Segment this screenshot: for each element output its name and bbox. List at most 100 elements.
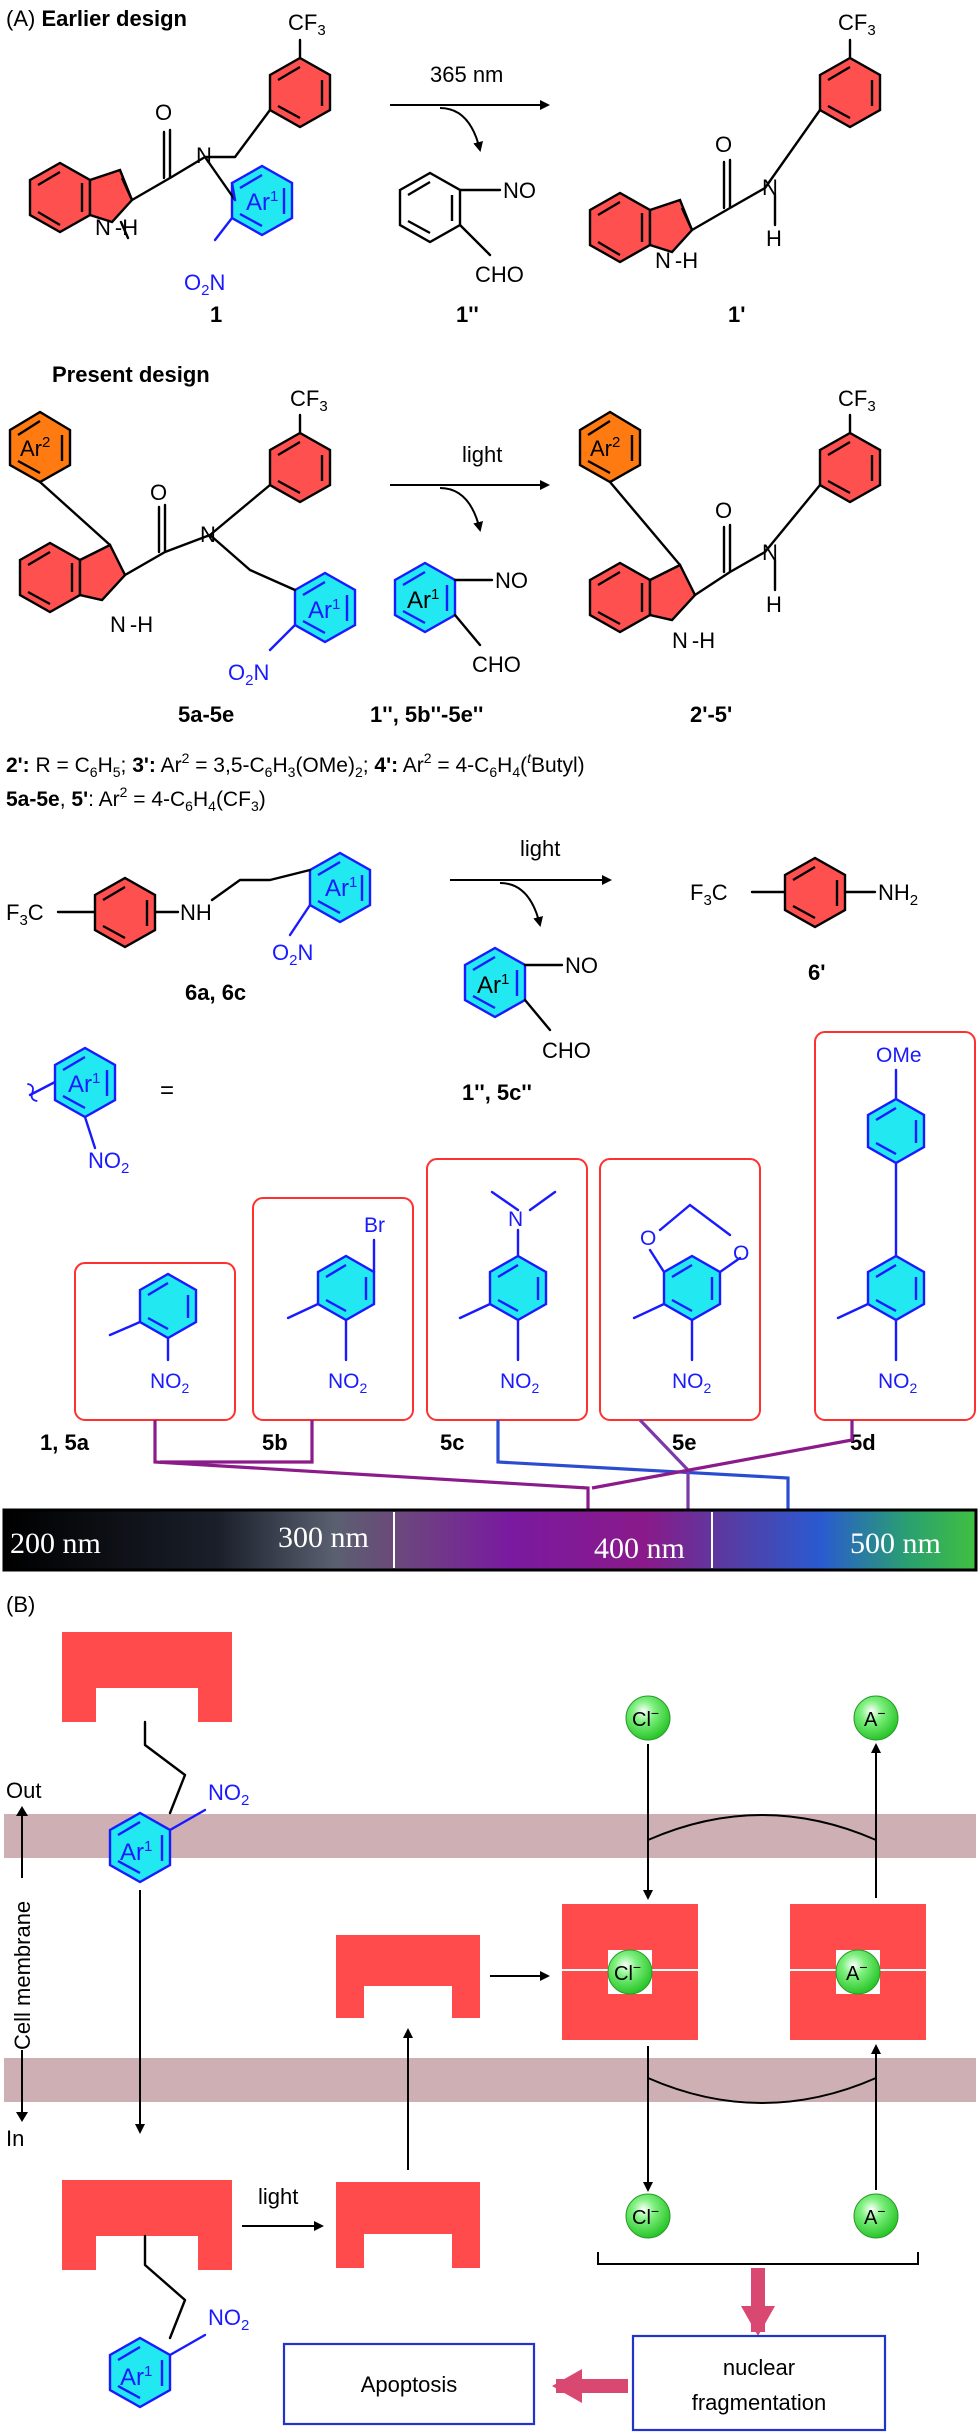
caged-host-bottom bbox=[62, 2180, 232, 2270]
compound-1pp-label: 1'' bbox=[456, 302, 479, 327]
br-label: Br bbox=[364, 1214, 385, 1237]
box-5b bbox=[252, 1197, 414, 1421]
a-ion-complex bbox=[835, 1949, 881, 1995]
ar1-label-b1: Ar1 bbox=[120, 1838, 152, 1866]
compound-5a5e-label: 5a-5e bbox=[178, 702, 234, 727]
oxygen-label-1p: O bbox=[715, 132, 732, 157]
cf3-label-5: CF3 bbox=[290, 386, 328, 415]
o1-label: O bbox=[640, 1227, 656, 1250]
no2-5e: NO2 bbox=[672, 1370, 712, 1396]
cf3-label-25: CF3 bbox=[838, 386, 876, 415]
light-label-2: light bbox=[520, 836, 560, 861]
series-label-5c: 5c bbox=[440, 1430, 464, 1455]
nh-1p: N bbox=[762, 175, 778, 200]
caged-host-top bbox=[62, 1632, 232, 1722]
tick-400nm: 400 nm bbox=[594, 1532, 685, 1565]
wire-5b bbox=[160, 1420, 314, 1464]
apoptosis-label: Apoptosis bbox=[361, 2372, 458, 2397]
cl-label-in: Cl− bbox=[632, 2203, 659, 2229]
nh-25: N bbox=[762, 540, 778, 565]
equals-sign: = bbox=[160, 1077, 174, 1104]
cho-label: CHO bbox=[475, 262, 524, 287]
membrane-bottom bbox=[4, 2058, 976, 2102]
legend-line-2: 5a-5e, 5': Ar2 = 4-C6H4(CF3) bbox=[6, 784, 266, 814]
cl-label-out: Cl− bbox=[632, 1705, 659, 1731]
ar1-label-mid2: Ar1 bbox=[477, 971, 509, 999]
h-1p: H bbox=[766, 226, 782, 251]
a-ion-in bbox=[853, 2193, 899, 2239]
ar1-label-b2: Ar1 bbox=[120, 2363, 152, 2391]
ar1-definition: Ar1 NO2 = bbox=[27, 1046, 174, 1177]
light-label: light bbox=[462, 442, 502, 467]
compound-mid-label: 1'', 5b''-5e'' bbox=[370, 702, 483, 727]
nitrogen-label: N bbox=[196, 143, 212, 168]
a-label-in: A− bbox=[864, 2203, 886, 2229]
box-5c bbox=[426, 1158, 588, 1421]
wire-5c bbox=[496, 1420, 790, 1510]
ar2-label-25: Ar2 bbox=[590, 434, 620, 461]
free-host-membrane bbox=[336, 1935, 480, 2018]
no2-5d: NO2 bbox=[878, 1370, 918, 1396]
no2-5c: NO2 bbox=[500, 1370, 540, 1396]
cell-membrane-label: Cell membrane bbox=[10, 1901, 35, 2050]
ar1-label: Ar1 bbox=[246, 188, 278, 216]
ome-label: OMe bbox=[876, 1044, 922, 1067]
compound-1-structure: O N N-H CF3 Ar1 O2N bbox=[28, 10, 332, 299]
compound-6p-structure: F3C NH2 bbox=[690, 856, 918, 929]
nitroso-cyan-structure-2: Ar1 NO CHO bbox=[463, 946, 598, 1063]
amine-nh-label: NH bbox=[180, 900, 212, 925]
indole-nh-1p: N-H bbox=[655, 248, 698, 273]
tick-500nm: 500 nm bbox=[850, 1527, 941, 1560]
cho-label-2: CHO bbox=[472, 652, 521, 677]
no2-label-b2: NO2 bbox=[208, 2305, 249, 2334]
nh2-label: NH2 bbox=[878, 880, 918, 909]
wire-5d bbox=[591, 1420, 854, 1490]
out-label: Out bbox=[6, 1778, 41, 1803]
caged-aryl-bottom: Ar1 NO2 bbox=[108, 2234, 249, 2409]
compound-6-structure: F3C NH Ar1 O2N bbox=[6, 851, 372, 969]
cl-ion-in bbox=[625, 2193, 671, 2239]
compound-1pp-structure: NO CHO bbox=[398, 171, 536, 287]
bottom-exchange-arc bbox=[647, 2077, 877, 2104]
cf3-label-1p: CF3 bbox=[838, 10, 876, 39]
legend-line-1: 2': R = C6H5; 3': Ar2 = 3,5-C6H3(OMe)2; … bbox=[6, 750, 585, 780]
cl-ion-complex bbox=[607, 1949, 653, 1995]
top-exchange-arc bbox=[647, 1814, 877, 1841]
in-label: In bbox=[6, 2126, 24, 2151]
tick-300nm: 300 nm bbox=[278, 1521, 369, 1554]
panel-b-label: (B) bbox=[6, 1592, 35, 1617]
no2-5a: NO2 bbox=[150, 1370, 190, 1396]
compound-1p-structure: O N H N-H CF3 bbox=[588, 10, 882, 273]
compound-6p-label: 6' bbox=[808, 960, 825, 985]
n-label: N bbox=[508, 1208, 523, 1231]
byproduct-arrow bbox=[439, 107, 484, 152]
svg-text:(A) Earlier design: (A) Earlier design bbox=[6, 6, 187, 31]
box-5e bbox=[599, 1158, 761, 1421]
no2-label-b1: NO2 bbox=[208, 1780, 249, 1809]
fragmentation-label: fragmentation bbox=[692, 2390, 827, 2415]
caged-aryl-top: Ar1 NO2 bbox=[108, 1720, 249, 1884]
ar1-label-5: Ar1 bbox=[308, 596, 340, 624]
ar1-label-def: Ar1 bbox=[68, 1070, 100, 1098]
no-label-3: NO bbox=[565, 953, 598, 978]
panel-a-label: (A) bbox=[6, 6, 35, 31]
ion-bracket bbox=[597, 2252, 919, 2265]
o2n-label: O2N bbox=[184, 270, 225, 299]
nitrogen-label-5: N bbox=[200, 522, 216, 547]
o2n-label-6: O2N bbox=[272, 940, 313, 969]
oxygen-label-25: O bbox=[715, 498, 732, 523]
compound-5-structure: O N N-H CF3 Ar2 Ar1 O2N bbox=[8, 386, 357, 689]
apoptosis-box bbox=[282, 2342, 536, 2426]
series-label-5d: 5d bbox=[850, 1430, 876, 1455]
compound-1-label: 1 bbox=[210, 302, 222, 327]
o2n-label-5: O2N bbox=[228, 660, 269, 689]
box-5d bbox=[814, 1031, 976, 1421]
structure-5a: NO2 bbox=[108, 1272, 198, 1396]
cl-ion-out bbox=[625, 1695, 671, 1741]
indole-nh-25: N-H bbox=[672, 628, 715, 653]
nuclear-fragmentation-box bbox=[631, 2334, 887, 2432]
ar1-label-mid: Ar1 bbox=[407, 586, 439, 614]
nh-label: N-H bbox=[95, 215, 138, 240]
no2-5b: NO2 bbox=[328, 1370, 368, 1396]
